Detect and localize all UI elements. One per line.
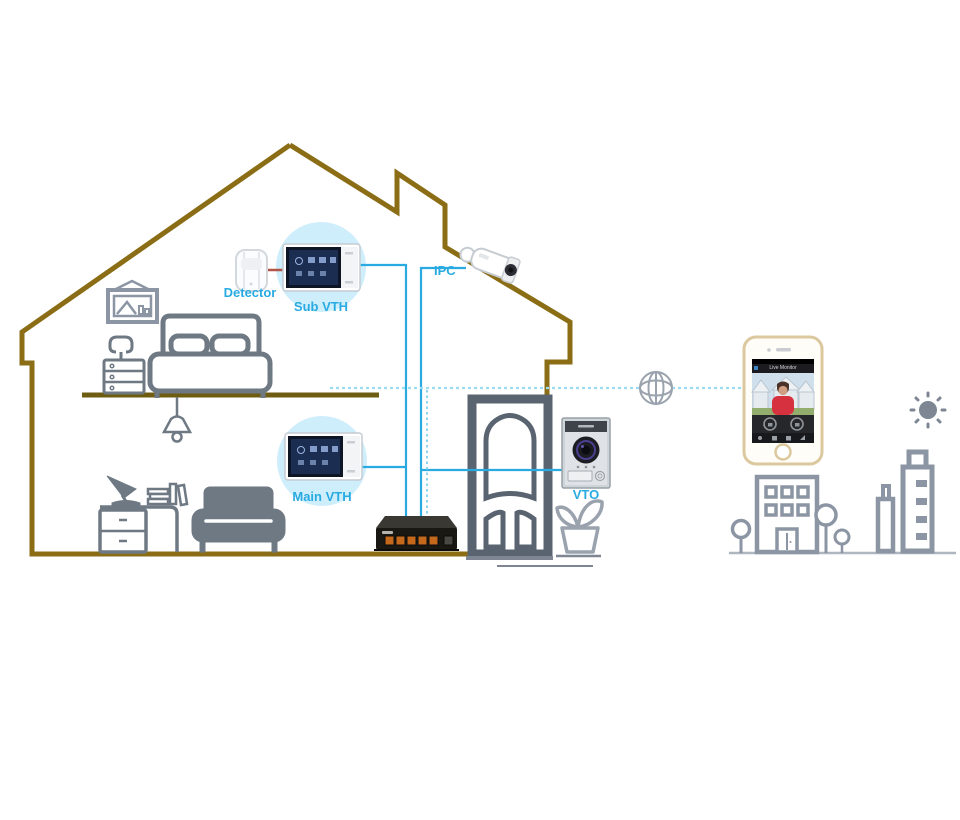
desk-lamp-icon <box>106 475 141 508</box>
label-vto: VTO <box>572 487 600 502</box>
plant-icon <box>555 499 604 554</box>
house-left-wall <box>19 142 470 557</box>
city-scene <box>729 391 956 555</box>
label-ipc: IPC <box>434 263 456 278</box>
house-right-roof <box>288 142 573 399</box>
door-icon <box>467 394 553 559</box>
wire-ipc-switch <box>419 266 466 522</box>
door-sill <box>466 554 601 567</box>
wires <box>266 263 744 522</box>
pendant-lamp-icon <box>161 397 193 443</box>
sub-vth-monitor <box>282 243 361 292</box>
house-outline <box>19 142 573 557</box>
wire-subvth-switch <box>360 263 408 522</box>
vto-door-station <box>561 417 611 489</box>
bullet-camera-icon <box>459 246 521 284</box>
picture-frame-icon <box>106 279 159 324</box>
nightstand-icon <box>102 335 146 395</box>
woman-in-video <box>772 381 794 415</box>
phone-video-feed <box>751 373 815 415</box>
smartphone-icon <box>742 335 824 466</box>
label-main-vth: Main VTH <box>292 489 352 504</box>
label-detector: Detector <box>223 285 277 300</box>
sun-icon <box>909 391 947 429</box>
network-switch-icon <box>374 516 459 551</box>
phone-app-title: Live Monitor <box>769 365 797 371</box>
main-vth-monitor <box>284 432 363 481</box>
globe-icon <box>639 371 673 405</box>
phone-home-button <box>774 443 792 461</box>
bed-icon <box>147 313 273 398</box>
label-sub-vth: Sub VTH <box>293 299 349 314</box>
sofa-icon <box>191 486 286 553</box>
tree-icon <box>730 503 851 553</box>
books-icon <box>146 482 189 507</box>
desk-icon <box>98 505 179 554</box>
pir-detector-icon <box>235 249 268 292</box>
office-building-icon <box>754 474 820 555</box>
table-lamp-shade <box>108 335 134 354</box>
skyscraper-icon <box>875 449 935 554</box>
